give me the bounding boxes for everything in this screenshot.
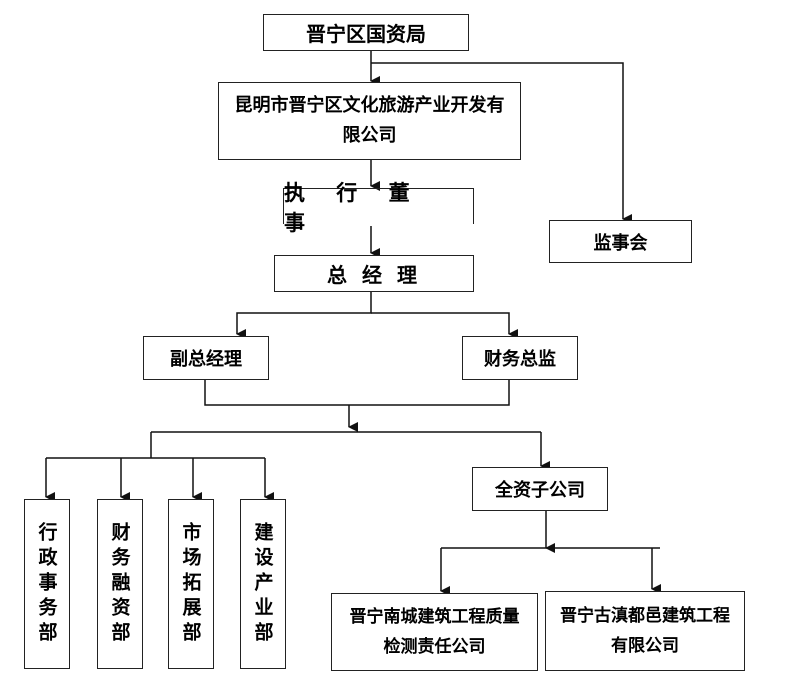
arrow-to-supervisory-board: [371, 62, 632, 224]
dept-finance-label: 财务融资部: [108, 521, 131, 647]
dept-market-box: 市场拓展部: [168, 499, 214, 669]
bureau-label: 晋宁区国资局: [306, 22, 426, 46]
deputy-gm-box: 副总经理: [143, 336, 269, 380]
executive-director-box: 执 行 董 事: [283, 181, 474, 235]
general-manager-box: 总 经 理: [274, 255, 474, 292]
subsidiary-box: 全资子公司: [472, 467, 608, 511]
gm-split-line: [236, 292, 372, 339]
dept-admin-label: 行政事务部: [35, 521, 58, 647]
dept-construction-box: 建设产业部: [240, 499, 286, 669]
dept-admin-box: 行政事务部: [24, 499, 70, 669]
sub-gudian-label: 晋宁古滇都邑建筑工程有限公司: [560, 606, 730, 656]
sub-nancheng-label: 晋宁南城建筑工程质量检测责任公司: [349, 607, 520, 657]
dept-market-label: 市场拓展部: [179, 521, 202, 647]
bureau-box: 晋宁区国资局: [263, 14, 469, 51]
sub-nancheng-box: 晋宁南城建筑工程质量检测责任公司: [331, 593, 538, 671]
general-manager-label: 总 经 理: [327, 263, 421, 287]
company-box: 昆明市晋宁区文化旅游产业开发有限公司: [218, 82, 521, 160]
finance-director-box: 财务总监: [462, 336, 578, 380]
deputy-gm-label: 副总经理: [170, 349, 242, 370]
subsidiary-label: 全资子公司: [495, 480, 585, 501]
executive-director-label: 执 行 董 事: [284, 180, 422, 235]
sub-gudian-box: 晋宁古滇都邑建筑工程有限公司: [545, 591, 745, 671]
supervisory-board-label: 监事会: [593, 232, 648, 254]
dept-finance-box: 财务融资部: [97, 499, 143, 669]
finance-director-label: 财务总监: [484, 349, 556, 370]
merge-line: [204, 380, 510, 406]
company-label: 昆明市晋宁区文化旅游产业开发有限公司: [234, 95, 505, 146]
supervisory-board-box: 监事会: [549, 220, 692, 263]
dept-construction-label: 建设产业部: [251, 521, 274, 647]
